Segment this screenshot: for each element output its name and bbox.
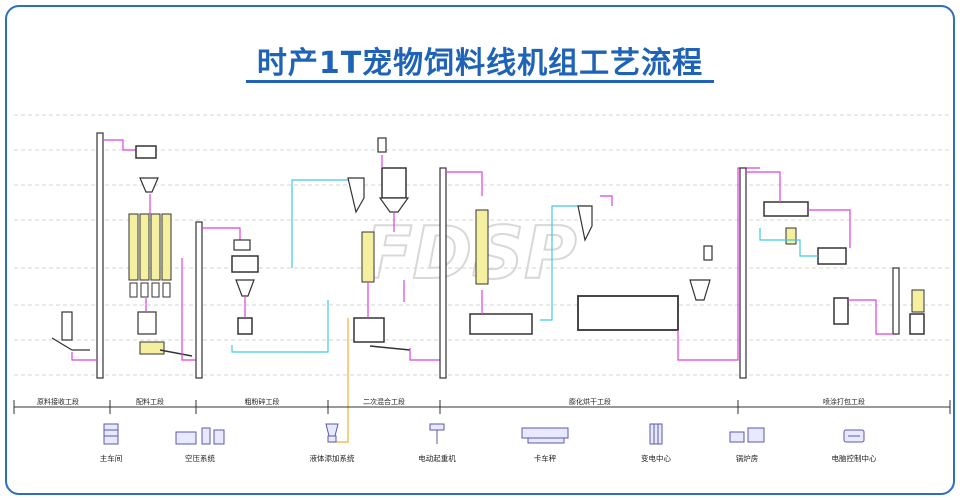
batching-mixer [139,341,165,355]
grinder-cone [235,279,255,297]
facility-label: 锅炉房 [736,453,759,463]
flow-line [600,195,613,206]
pulverizer [237,317,253,335]
cyclone [347,177,365,214]
finished-bin [911,289,925,313]
bucket-elevator-4 [739,167,747,379]
flow-line [367,280,405,318]
hammer-mill [231,255,259,273]
diagram-title: 时产1T宠物饲料线机组工艺流程 [256,46,704,81]
air-line [540,205,590,321]
bucket-elevator-1 [96,132,104,379]
packing-scale [833,297,849,325]
section-label: 膨化烘干工段 [569,397,611,406]
liquid-line [332,318,349,443]
coating-bin [785,227,797,245]
air-line [291,179,350,268]
facility-label: 电动起重机 [418,453,456,463]
flow-line [103,139,138,151]
facility-label: 电脑控制中心 [832,453,877,463]
section-label: 配料工段 [136,397,164,406]
flow-line [181,258,196,361]
screw-conveyor [159,349,193,357]
boiler-icon [729,427,765,443]
intake-pit [51,337,90,351]
facility-icons [103,423,865,445]
air-line [231,300,329,353]
flow-line [381,155,395,232]
flow-line [409,348,440,361]
substation-icon [649,423,663,445]
collector-cone [378,197,410,213]
facility-label: 卡车秤 [534,453,557,463]
vibrating-screen [763,201,809,217]
batching-scale [137,311,157,335]
watermark-logo: FDSP [363,211,577,295]
grinder-bin [233,239,251,251]
batching-bins [128,213,172,281]
coating-drum [817,247,847,265]
extruder-bin [475,209,489,285]
dryer [577,295,679,331]
mixing-bin [361,231,375,283]
mixing-equipment [332,137,447,443]
bucket-elevator-3 [439,167,447,379]
screw-conveyor [369,345,411,351]
intake-hopper [61,311,73,341]
facility-label: 变电中心 [641,453,671,463]
computer-icon [843,429,865,443]
flow-line [202,227,241,240]
section-axis [13,400,951,414]
flow-line [746,171,851,248]
fan [703,245,713,261]
title-underline [246,80,714,83]
facility-label: 液体添加系统 [310,453,355,463]
flow-line [446,171,483,196]
compressor-icon [175,427,225,445]
extruder [469,313,533,335]
raw-receiving-equipment [51,132,104,379]
packing-elevator [892,267,900,335]
crane-icon [429,423,445,444]
liquid-tank-icon [325,423,339,443]
flow-line [145,194,151,312]
fan [377,137,387,153]
air-line [759,228,818,257]
flow-line [848,299,893,335]
double-mixer [353,317,385,343]
batching-equipment [103,139,203,379]
bucket-elevator-2 [195,221,203,379]
section-label: 喷涂打包工段 [823,397,865,406]
coating-packing-equipment [746,171,925,335]
flow-line [677,167,760,361]
cyclone [577,205,593,242]
building-icon [103,423,119,445]
pulse-dust-collector [381,167,407,199]
bin-feeders [129,282,171,298]
section-label: 粗粉碎工段 [245,397,280,406]
facility-label: 主车间 [100,453,123,463]
truck-scale-icon [521,427,569,444]
packing-machine [909,313,925,335]
section-label: 二次混合工段 [363,397,405,406]
cyclone-cone [139,177,159,193]
section-label: 原料接收工段 [37,397,79,406]
flow-line [71,352,97,361]
grinding-equipment [202,179,350,353]
facility-label: 空压系统 [185,453,215,463]
extrusion-drying-equipment [446,167,760,379]
cooler-cyclone [689,279,711,301]
distributor [135,145,157,159]
facility-labels: 主车间 空压系统 液体添加系统 电动起重机 卡车秤 变电中心 锅炉房 电脑控制中… [100,453,877,463]
section-labels: 原料接收工段 配料工段 粗粉碎工段 二次混合工段 膨化烘干工段 喷涂打包工段 [37,397,865,406]
